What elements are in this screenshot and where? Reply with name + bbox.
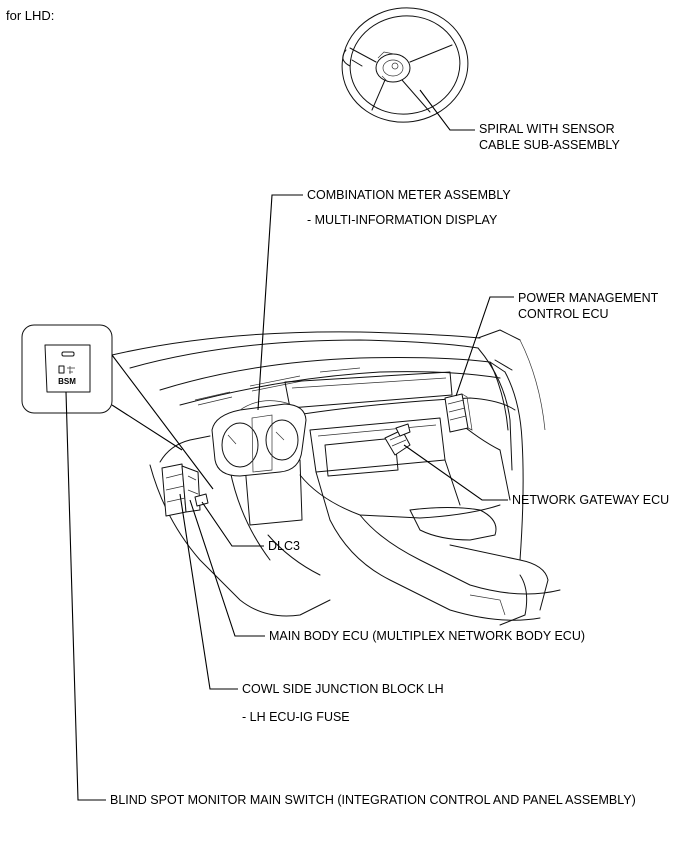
- leader-lines: [65, 89, 514, 801]
- label-power-management-line1: POWER MANAGEMENT: [518, 291, 659, 305]
- label-multi-information-display: - MULTI-INFORMATION DISPLAY: [307, 213, 498, 227]
- label-spiral-cable-line2: CABLE SUB-ASSEMBLY: [479, 138, 620, 152]
- label-blind-spot-monitor-switch: BLIND SPOT MONITOR MAIN SWITCH (INTEGRAT…: [110, 793, 636, 807]
- label-network-gateway-ecu: NETWORK GATEWAY ECU: [512, 493, 670, 507]
- label-lh-ecu-ig-fuse: - LH ECU-IG FUSE: [242, 710, 350, 724]
- instrument-panel-illustration: [111, 329, 561, 626]
- label-dlc3: DLC3: [268, 539, 300, 553]
- bsm-switch-inset: BSM: [21, 324, 214, 490]
- power-management-ecu-illustration: [444, 393, 473, 433]
- label-main-body-ecu: MAIN BODY ECU (MULTIPLEX NETWORK BODY EC…: [269, 629, 586, 643]
- dlc3-illustration: [194, 493, 209, 507]
- page-heading: for LHD:: [6, 8, 55, 23]
- network-gateway-ecu-illustration: [384, 423, 411, 456]
- label-power-management-line2: CONTROL ECU: [518, 307, 609, 321]
- bsm-switch-text: BSM: [58, 377, 76, 386]
- steering-wheel-illustration: [341, 7, 469, 123]
- label-combination-meter: COMBINATION METER ASSEMBLY: [307, 188, 511, 202]
- label-cowl-side-junction-block: COWL SIDE JUNCTION BLOCK LH: [242, 682, 444, 696]
- combination-meter-illustration: [211, 400, 307, 477]
- label-spiral-cable-line1: SPIRAL WITH SENSOR: [479, 122, 615, 136]
